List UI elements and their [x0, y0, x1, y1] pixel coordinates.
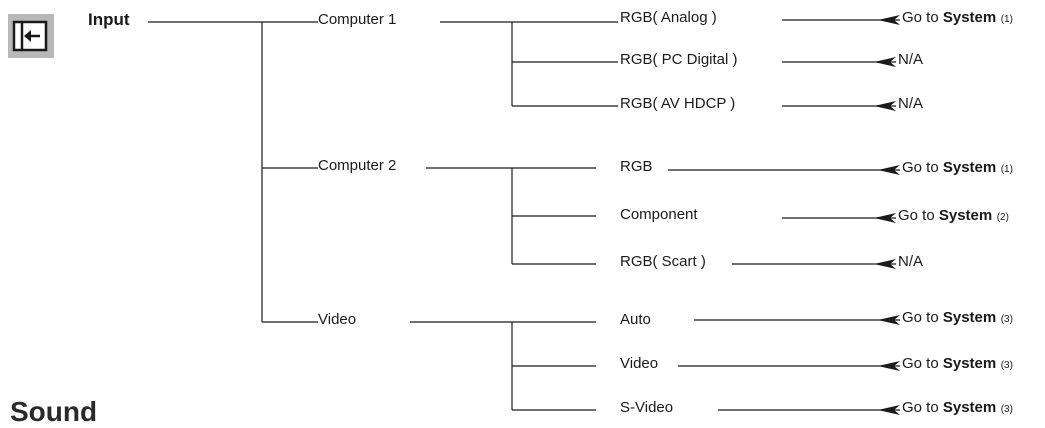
- option-label: RGB( PC Digital ): [620, 51, 738, 68]
- result-text: N/A: [898, 253, 924, 270]
- result-text: Go to System (1): [902, 159, 1013, 176]
- option-label: Video: [620, 355, 659, 372]
- section-title: Input: [88, 10, 130, 29]
- result-text: N/A: [898, 95, 924, 112]
- source-label: Video: [318, 311, 357, 328]
- input-icon: [8, 14, 54, 58]
- result-text: Go to System (1): [902, 9, 1013, 26]
- result-text: Go to System (3): [902, 399, 1013, 416]
- result-text: Go to System (3): [902, 355, 1013, 372]
- source-label: Computer 1: [318, 11, 397, 28]
- option-label: Auto: [620, 311, 651, 328]
- option-label: RGB( AV HDCP ): [620, 95, 736, 112]
- next-section-title: Sound: [10, 396, 98, 427]
- option-label: RGB: [620, 158, 653, 175]
- option-label: S-Video: [620, 399, 674, 416]
- source-label: Computer 2: [318, 157, 397, 174]
- result-text: Go to System (2): [898, 207, 1009, 224]
- result-text: N/A: [898, 51, 924, 68]
- option-label: Component: [620, 206, 698, 223]
- result-text: Go to System (3): [902, 309, 1013, 326]
- option-label: RGB( Analog ): [620, 9, 717, 26]
- option-label: RGB( Scart ): [620, 253, 706, 270]
